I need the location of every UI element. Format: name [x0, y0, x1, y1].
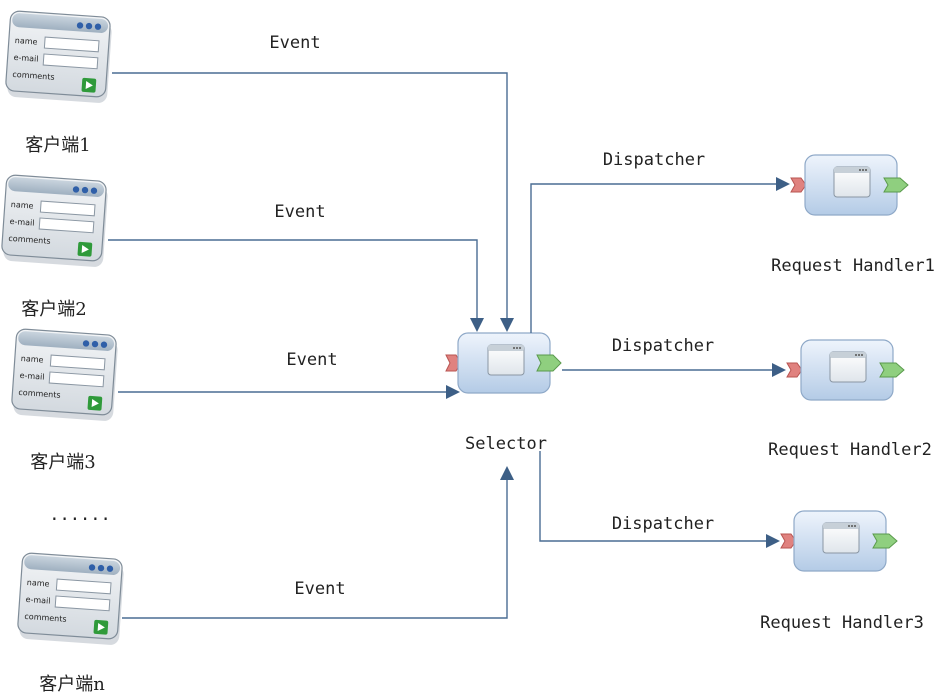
- request-handler-1-label: Request Handler1: [771, 256, 935, 276]
- client-2: name e-mail comments: [1, 174, 108, 267]
- input-port-icon: [780, 533, 797, 549]
- svg-text:name: name: [11, 200, 34, 211]
- svg-text:e-mail: e-mail: [19, 371, 45, 382]
- svg-text:name: name: [27, 578, 50, 589]
- client-1-label: 客户端1: [25, 135, 90, 156]
- window-icon: [829, 351, 867, 383]
- svg-text:comments: comments: [8, 234, 51, 246]
- request-handler-3-label: Request Handler3: [760, 613, 924, 633]
- client-n: name e-mail comments: [17, 552, 124, 645]
- svg-text:name: name: [15, 36, 38, 47]
- event-label-2: Event: [274, 202, 325, 222]
- form-window-icon: name e-mail comments: [5, 10, 112, 103]
- arrowhead-icon: [500, 318, 514, 332]
- output-port-icon: [879, 362, 905, 378]
- arrowhead-icon: [772, 363, 786, 377]
- request-handler-2-label: Request Handler2: [768, 440, 932, 460]
- client-1: name e-mail comments: [5, 10, 112, 103]
- dispatcher-label-1: Dispatcher: [603, 150, 705, 170]
- dispatcher-connector-1: [530, 183, 778, 333]
- event-label-3: Event: [286, 350, 337, 370]
- event-connector-1: [112, 72, 508, 320]
- selector-node: [445, 332, 562, 394]
- svg-text:comments: comments: [24, 612, 67, 624]
- arrowhead-icon: [470, 318, 484, 332]
- arrowhead-icon: [446, 385, 460, 399]
- event-connector-2: [108, 239, 478, 320]
- event-label-n: Event: [294, 579, 345, 599]
- request-handler-2: [786, 339, 905, 401]
- request-handler-1: [790, 154, 909, 216]
- event-connector-n: [122, 478, 508, 619]
- selector-label: Selector: [465, 434, 547, 454]
- input-port-icon: [786, 362, 803, 378]
- output-port-icon: [883, 177, 909, 193]
- form-window-icon: name e-mail comments: [1, 174, 108, 267]
- arrowhead-icon: [776, 177, 790, 191]
- client-2-label: 客户端2: [21, 299, 86, 320]
- window-icon: [833, 166, 871, 198]
- window-icon: [822, 522, 860, 554]
- svg-text:e-mail: e-mail: [13, 53, 39, 64]
- svg-text:e-mail: e-mail: [25, 595, 51, 606]
- dispatcher-label-3: Dispatcher: [612, 514, 714, 534]
- form-window-icon: name e-mail comments: [17, 552, 124, 645]
- arrowhead-icon: [766, 534, 780, 548]
- client-3: name e-mail comments: [11, 328, 118, 421]
- window-icon: [487, 344, 525, 376]
- svg-text:name: name: [21, 354, 44, 365]
- dispatcher-connector-3: [539, 451, 768, 542]
- svg-text:comments: comments: [18, 388, 61, 400]
- event-label-1: Event: [269, 33, 320, 53]
- svg-text:comments: comments: [12, 70, 55, 82]
- arrowhead-icon: [500, 466, 514, 480]
- input-port-icon: [445, 354, 462, 372]
- input-port-icon: [790, 177, 807, 193]
- ellipsis-label: ......: [49, 505, 110, 525]
- output-port-icon: [536, 354, 562, 372]
- client-n-label: 客户端n: [39, 674, 105, 695]
- client-3-label: 客户端3: [30, 452, 95, 473]
- form-window-icon: name e-mail comments: [11, 328, 118, 421]
- request-handler-3: [780, 510, 898, 572]
- output-port-icon: [872, 533, 898, 549]
- svg-text:e-mail: e-mail: [9, 217, 35, 228]
- dispatcher-label-2: Dispatcher: [612, 336, 714, 356]
